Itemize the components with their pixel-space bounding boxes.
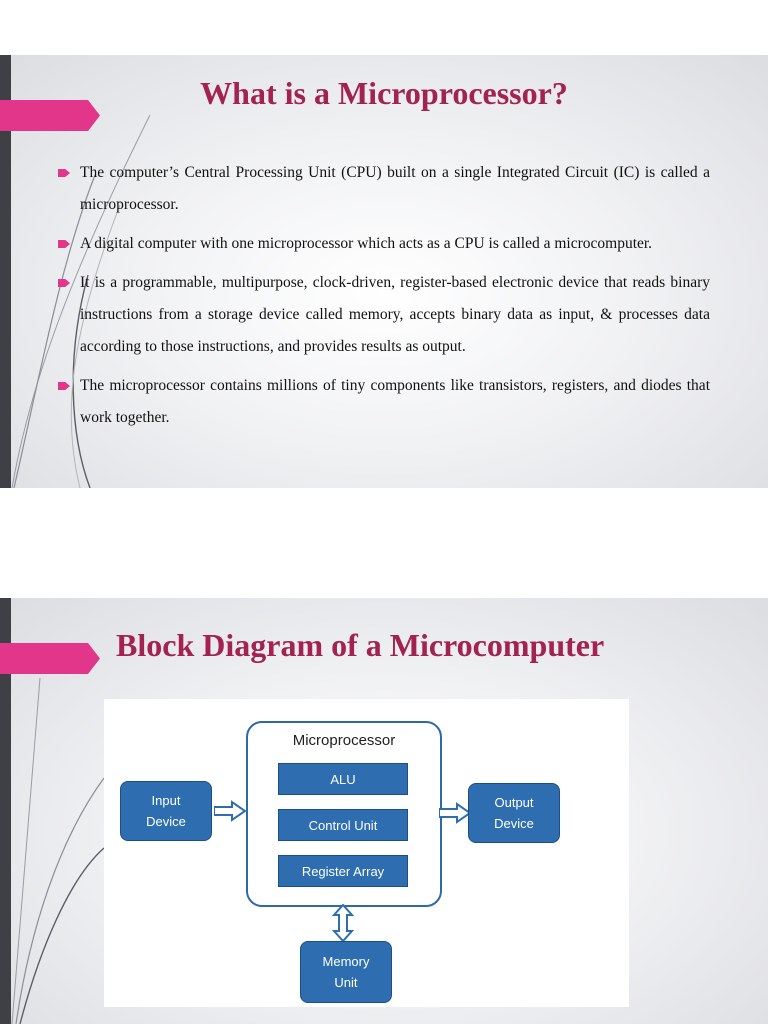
control-unit-box: Control Unit bbox=[278, 809, 408, 841]
bullet-item: A digital computer with one microprocess… bbox=[58, 228, 710, 260]
slide-title: Block Diagram of a Microcomputer bbox=[116, 627, 605, 663]
slide-what-is-microprocessor: What is a Microprocessor? The computer’s… bbox=[0, 55, 768, 488]
memory-unit-box: Memory Unit bbox=[300, 941, 392, 1003]
bullet-list: The computer’s Central Processing Unit (… bbox=[58, 157, 710, 441]
slide-left-bar bbox=[0, 598, 11, 1024]
bullet-text: A digital computer with one microprocess… bbox=[80, 235, 653, 252]
bullet-arrow-icon bbox=[58, 240, 70, 248]
microprocessor-label: Microprocessor bbox=[292, 732, 396, 749]
bidirectional-arrow-icon bbox=[332, 904, 354, 942]
input-device-label-line2: Device bbox=[146, 814, 186, 829]
bullet-item: The computer’s Central Processing Unit (… bbox=[58, 157, 710, 221]
bullet-text: The microprocessor contains millions of … bbox=[80, 377, 710, 426]
slide-title: What is a Microprocessor? bbox=[200, 75, 568, 111]
bullet-arrow-icon bbox=[58, 279, 70, 287]
bullet-arrow-icon bbox=[58, 169, 70, 177]
register-array-box: Register Array bbox=[278, 855, 408, 887]
memory-unit-label-line2: Unit bbox=[334, 975, 358, 990]
input-device-label-line1: Input bbox=[151, 793, 181, 808]
right-arrow-icon bbox=[214, 800, 246, 822]
input-device-box: Input Device bbox=[120, 781, 212, 841]
right-arrow-icon bbox=[439, 802, 471, 824]
output-device-box: Output Device bbox=[468, 783, 560, 843]
bullet-item: The microprocessor contains millions of … bbox=[58, 370, 710, 434]
slide-left-bar bbox=[0, 55, 11, 488]
output-device-label-line2: Device bbox=[494, 816, 534, 831]
bullet-arrow-icon bbox=[58, 382, 70, 390]
memory-unit-label-line1: Memory bbox=[322, 954, 370, 969]
microprocessor-box: Microprocessor ALU Control Unit Register… bbox=[246, 721, 442, 907]
bullet-text: It is a programmable, multipurpose, cloc… bbox=[80, 274, 710, 355]
output-device-label-line1: Output bbox=[494, 795, 534, 810]
block-diagram: Input Device Microprocessor ALU Control … bbox=[104, 699, 629, 1007]
bullet-text: The computer’s Central Processing Unit (… bbox=[80, 164, 710, 213]
title-accent-tab bbox=[0, 643, 100, 674]
bullet-item: It is a programmable, multipurpose, cloc… bbox=[58, 267, 710, 363]
alu-box: ALU bbox=[278, 763, 408, 795]
slide-block-diagram: Block Diagram of a Microcomputer Input D… bbox=[0, 598, 768, 1024]
